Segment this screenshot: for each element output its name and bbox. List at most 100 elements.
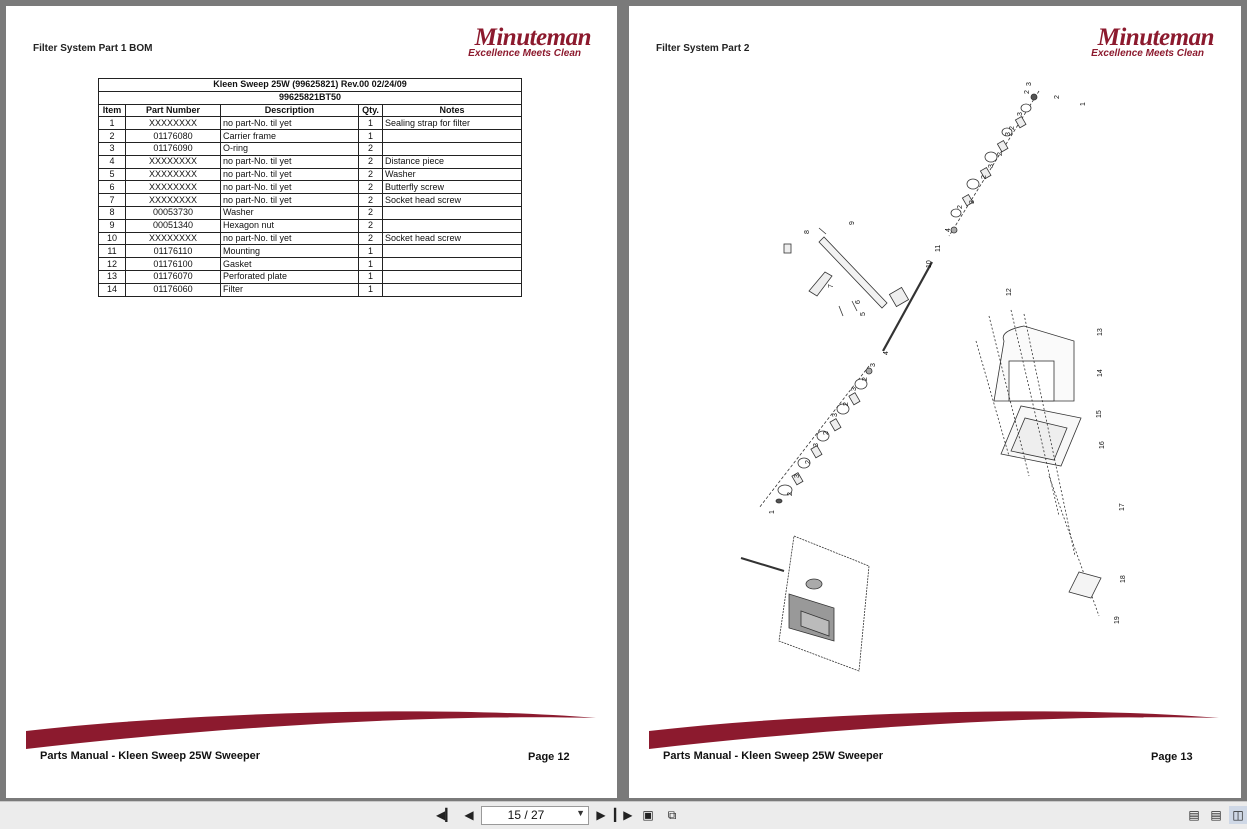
table-cell: Socket head screw (382, 193, 522, 207)
table-cell (382, 244, 522, 259)
table-cell: 2 (358, 154, 383, 169)
callout-number: 13 (1097, 328, 1104, 336)
callout-number: 17 (1119, 503, 1126, 511)
callout-number: 3 (832, 413, 839, 417)
callout-number: 3 (1017, 112, 1024, 116)
callout-number: 2 (1054, 95, 1061, 99)
table-cell: 1 (358, 129, 383, 143)
next-page-icon[interactable]: ▶ (596, 808, 606, 822)
first-page-icon[interactable]: ◀▎ (436, 808, 455, 822)
callout-number: 12 (1006, 288, 1013, 296)
callout-number: 18 (1120, 575, 1127, 583)
table-cell: 01176100 (125, 257, 221, 271)
callout-number: 2 (1009, 126, 1016, 130)
bom-table-title: Kleen Sweep 25W (99625821) Rev.00 02/24/… (98, 78, 522, 92)
table-cell: 8 (98, 205, 126, 220)
table-cell: 11 (98, 244, 126, 259)
table-cell: 1 (358, 244, 383, 259)
page-indicator: 15 / 27 (507, 808, 545, 822)
single-page-view-icon[interactable]: ▤ (1188, 808, 1200, 822)
table-cell: Butterfly screw (382, 180, 522, 195)
table-cell: no part-No. til yet (220, 167, 359, 182)
table-cell: 2 (358, 231, 383, 246)
table-cell: 4 (98, 154, 126, 169)
table-cell: Distance piece (382, 154, 522, 169)
table-cell: 2 (358, 167, 383, 182)
page-header-title: Filter System Part 2 (656, 43, 750, 54)
callout-number: 2 (787, 492, 794, 496)
callout-number: 4 (883, 351, 890, 355)
table-cell: 01176090 (125, 141, 221, 156)
table-cell (382, 257, 522, 271)
table-cell: 00051340 (125, 218, 221, 233)
table-cell: 2 (358, 205, 383, 220)
table-cell: XXXXXXXX (125, 180, 221, 195)
table-cell (382, 282, 522, 297)
col-header-description: Description (220, 103, 359, 118)
table-cell: Sealing strap for filter (382, 116, 522, 131)
table-cell: 01176110 (125, 244, 221, 259)
table-cell (382, 129, 522, 143)
document-page-left: Filter System Part 1 BOM Minuteman Excel… (6, 6, 617, 798)
viewer-toolbar: ◀▎ ◀ 15 / 27 ▼ ▶ ▎▶ ▣ ⧉ ▤ ▤ ◫ (0, 801, 1247, 829)
callout-number: 2 (823, 431, 830, 435)
callout-number: 3 (870, 363, 877, 367)
table-cell: no part-No. til yet (220, 154, 359, 169)
table-cell: 13 (98, 269, 126, 284)
callout-number: 19 (1114, 616, 1121, 624)
table-cell: 7 (98, 193, 126, 207)
table-cell: no part-No. til yet (220, 116, 359, 131)
table-cell: 2 (358, 180, 383, 195)
callout-number: 3 (813, 443, 820, 447)
table-cell: XXXXXXXX (125, 116, 221, 131)
callout-number: 10 (926, 260, 933, 268)
table-cell: 01176060 (125, 282, 221, 297)
callout-number: 8 (804, 230, 811, 234)
exploded-parts-diagram: 1232323232345678910114232323232321121314… (740, 82, 1127, 672)
table-cell: 9 (98, 218, 126, 233)
callout-number: 2 (1024, 90, 1031, 94)
callout-number: 2 (862, 377, 869, 381)
callout-number: 1 (769, 510, 776, 514)
bom-table-subtitle: 99625821BT50 (98, 90, 522, 105)
callout-number: 3 (794, 474, 801, 478)
table-cell: 2 (98, 129, 126, 143)
callout-number: 3 (988, 164, 995, 168)
footer-page-number: Page 13 (1151, 751, 1193, 763)
continuous-view-icon[interactable]: ▤ (1210, 808, 1222, 822)
table-cell: Socket head screw (382, 231, 522, 246)
document-page-right: Filter System Part 2 Minuteman Excellenc… (629, 6, 1241, 798)
two-page-view-icon[interactable]: ◫ (1229, 806, 1247, 824)
callout-number: 2 (957, 205, 964, 209)
fit-width-icon[interactable]: ⧉ (667, 808, 677, 822)
col-header-qty: Qty. (358, 103, 383, 118)
footer-swoosh (649, 711, 1219, 749)
callout-number: 11 (935, 245, 942, 252)
chevron-down-icon[interactable]: ▼ (576, 808, 585, 818)
table-cell: 1 (358, 116, 383, 131)
minuteman-logo: Minuteman Excellence Meets Clean (1054, 24, 1214, 64)
table-cell: no part-No. til yet (220, 193, 359, 207)
page-number-input[interactable]: 15 / 27 ▼ (481, 806, 589, 825)
prev-page-icon[interactable]: ◀ (464, 808, 474, 822)
table-cell: no part-No. til yet (220, 180, 359, 195)
table-cell: 2 (358, 193, 383, 207)
table-cell: Mounting (220, 244, 359, 259)
callout-number: 2 (805, 460, 812, 464)
table-cell: 2 (358, 141, 383, 156)
logo-wordmark: Minuteman (1097, 24, 1215, 51)
fit-page-icon[interactable]: ▣ (642, 808, 654, 822)
logo-tagline: Excellence Meets Clean (1091, 48, 1204, 59)
last-page-icon[interactable]: ▎▶ (614, 808, 633, 822)
footer-page-number: Page 12 (528, 751, 570, 763)
table-cell: XXXXXXXX (125, 193, 221, 207)
callout-number: 9 (849, 221, 856, 225)
